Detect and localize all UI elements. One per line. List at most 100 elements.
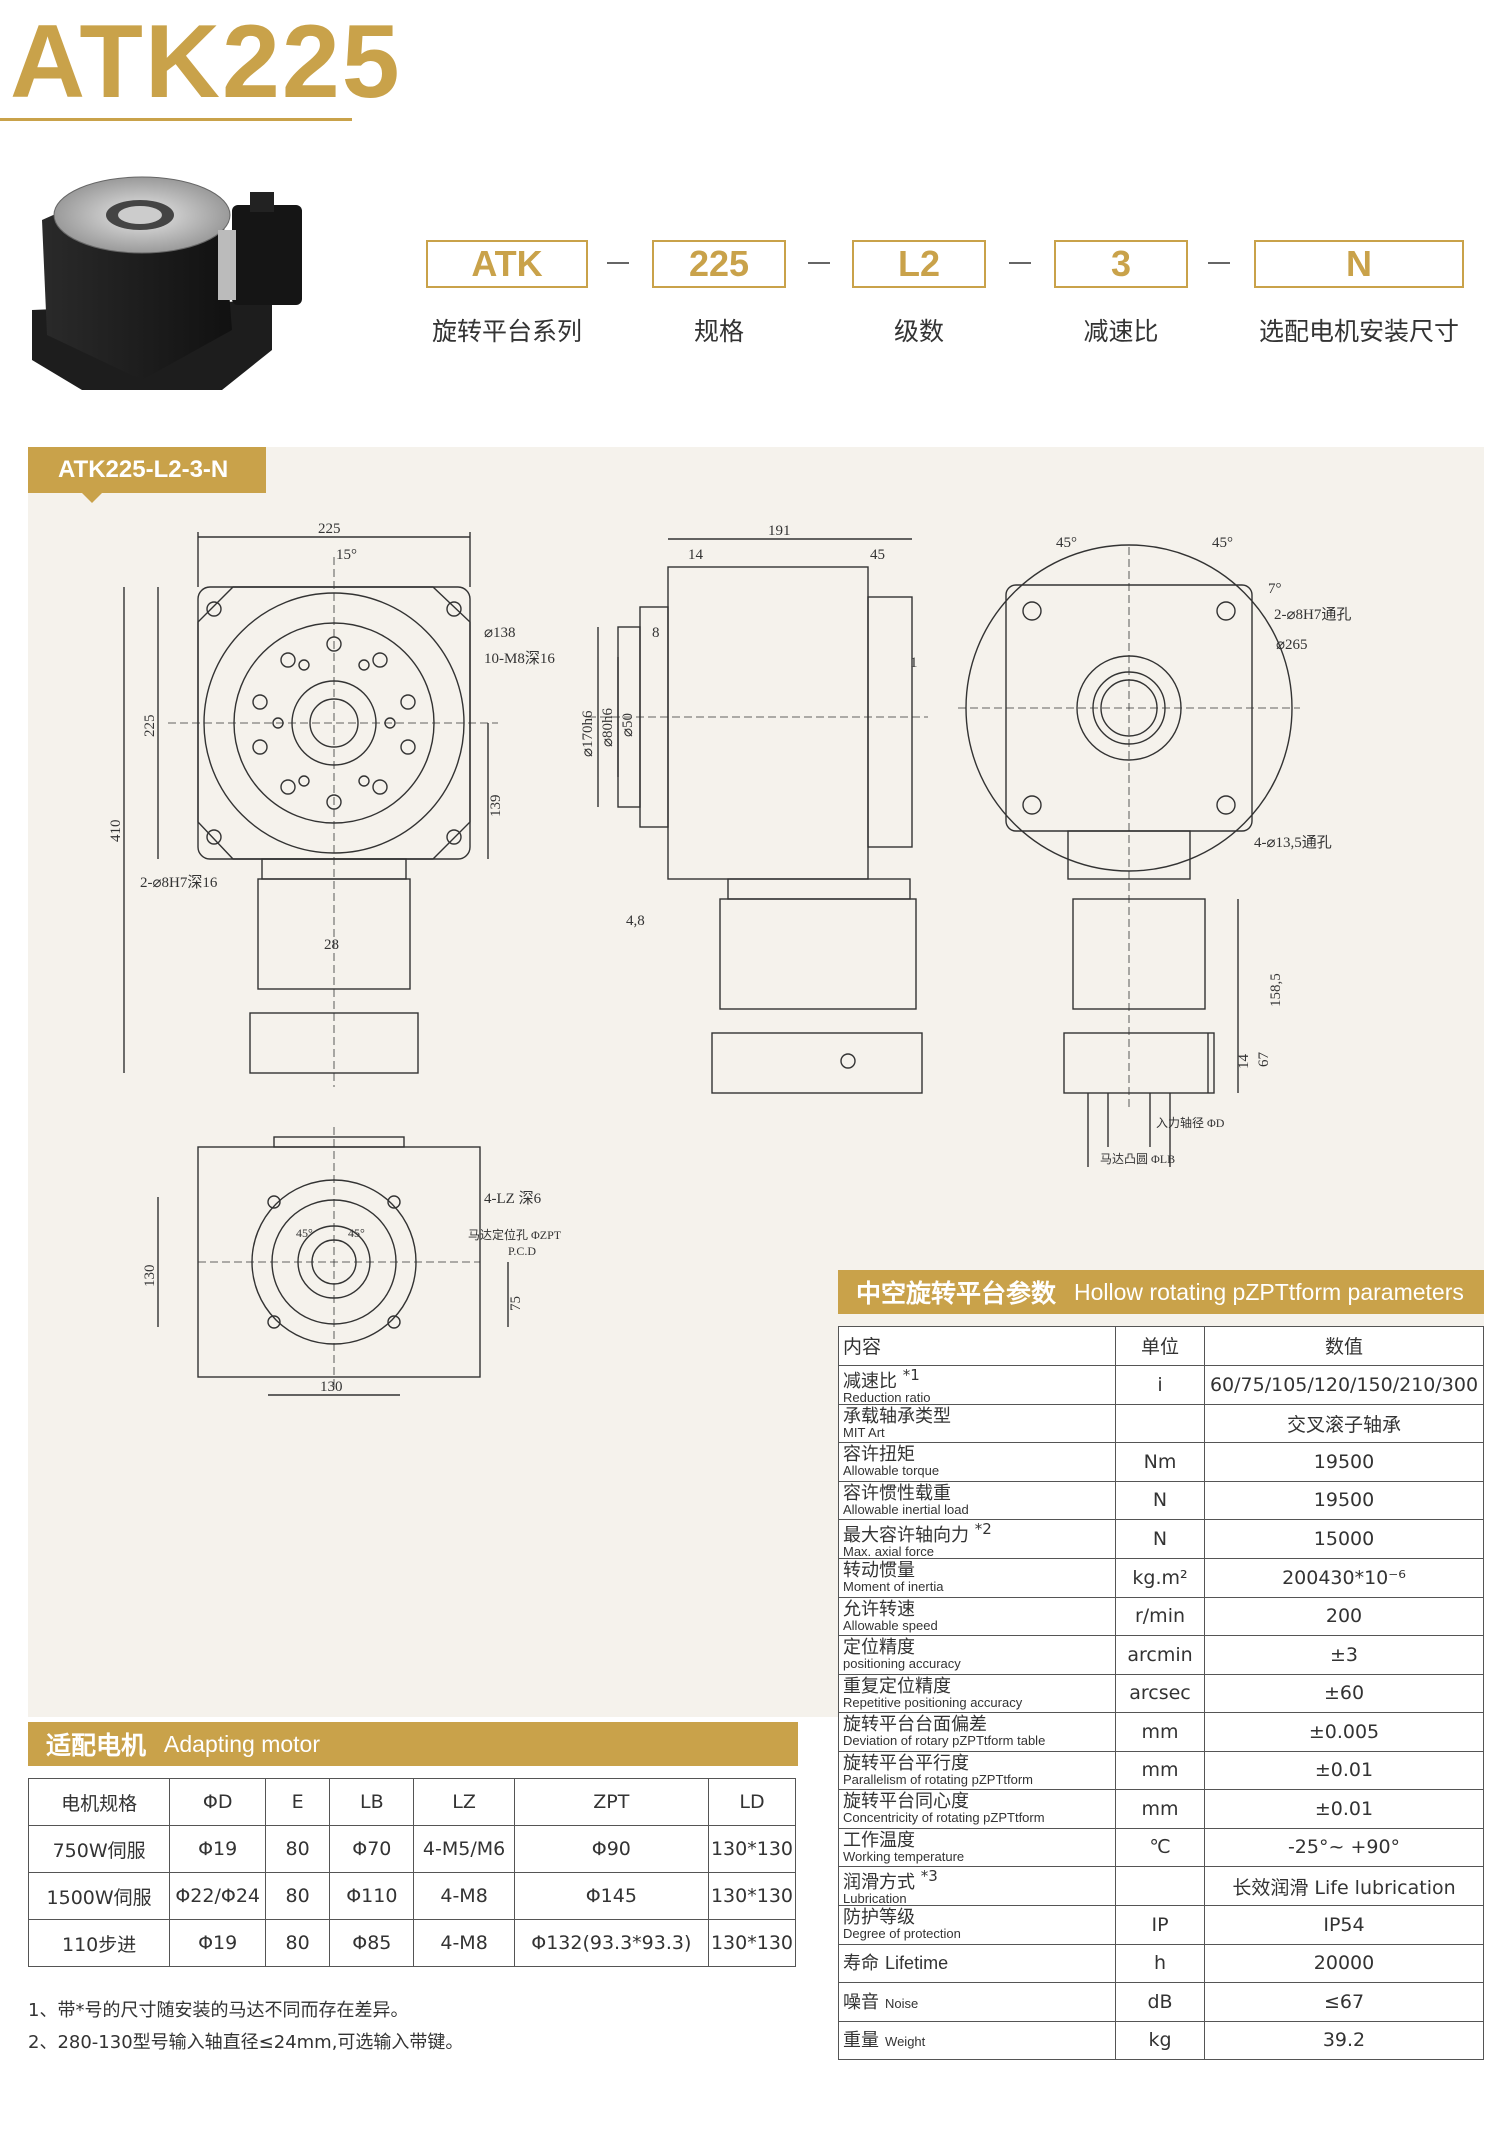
dim-label: 139 bbox=[488, 795, 504, 818]
dim-label: 45 bbox=[870, 547, 885, 563]
dim-label: 75 bbox=[508, 1296, 524, 1311]
motor-table: 电机规格 ΦD E LB LZ ZPT LD 750W伺服 Φ19 80 Φ70… bbox=[27, 1778, 797, 1967]
param-name: 重量 bbox=[843, 2030, 879, 2052]
param-name: 噪音 bbox=[843, 1991, 879, 2013]
code-separator bbox=[607, 262, 629, 264]
param-name-en: Allowable inertial load bbox=[843, 1501, 969, 1517]
code-box-series: ATK bbox=[426, 240, 588, 288]
dim-label: 45° bbox=[348, 1226, 365, 1240]
product-photo bbox=[32, 176, 302, 390]
param-name: 减速比 bbox=[843, 1370, 897, 1392]
code-label-size: 规格 bbox=[693, 317, 744, 346]
param-name-en: Parallelism of rotating pZPTtform bbox=[843, 1771, 1034, 1787]
motor-section-header: 适配电机 Adapting motor bbox=[28, 1722, 798, 1766]
table-row: 1500W伺服 Φ22/Φ24 80 Φ110 4-M8 Φ145 130*13… bbox=[27, 1872, 797, 1920]
param-unit: IP bbox=[1115, 1905, 1205, 1945]
param-name: 旋转平台平行度 bbox=[843, 1752, 969, 1774]
param-name-en: Concentricity of rotating pZPTtform bbox=[843, 1810, 1045, 1826]
code-separator bbox=[808, 262, 830, 264]
param-value: ≤67 bbox=[1204, 1982, 1484, 2022]
dim-label: 14 bbox=[688, 547, 704, 563]
param-name-en: positioning accuracy bbox=[843, 1656, 961, 1672]
param-unit: kg bbox=[1115, 2020, 1205, 2060]
dim-label: 14 bbox=[1236, 1054, 1252, 1070]
dim-label: 4,8 bbox=[626, 913, 645, 929]
param-name: 允许转速 bbox=[843, 1598, 915, 1620]
param-unit: N bbox=[1115, 1480, 1205, 1520]
param-name-en: Allowable speed bbox=[843, 1617, 938, 1633]
dim-label: 45° bbox=[1212, 535, 1233, 551]
dim-label: 410 bbox=[108, 820, 124, 843]
param-mark: *1 bbox=[902, 1365, 920, 1384]
param-name-en: MIT Art bbox=[843, 1424, 885, 1440]
table-header: 数值 bbox=[1204, 1326, 1484, 1366]
table-cell: 130*130 bbox=[707, 1919, 797, 1967]
dim-label: 225 bbox=[318, 521, 341, 537]
dim-label: 158,5 bbox=[1268, 973, 1284, 1007]
table-header: E bbox=[265, 1778, 331, 1826]
param-name-en: Repetitive positioning accuracy bbox=[843, 1694, 1023, 1710]
param-value: 15000 bbox=[1204, 1519, 1484, 1559]
param-unit: r/min bbox=[1115, 1596, 1205, 1636]
param-unit bbox=[1115, 1403, 1205, 1443]
param-name-en: Working temperature bbox=[843, 1848, 965, 1864]
footnote: 1、带*号的尺寸随安装的马达不同而存在差异。 bbox=[28, 2000, 409, 2021]
table-header: LZ bbox=[413, 1778, 515, 1826]
dim-label: 4-LZ 深6 bbox=[484, 1190, 542, 1207]
dim-label: 28 bbox=[324, 937, 339, 953]
table-cell: 4-M5/M6 bbox=[413, 1825, 515, 1873]
code-box-ratio: 3 bbox=[1054, 240, 1188, 288]
param-unit: arcsec bbox=[1115, 1673, 1205, 1713]
param-value: ±60 bbox=[1204, 1673, 1484, 1713]
param-value: -25°~ +90° bbox=[1204, 1827, 1484, 1867]
page-title: ATK225 bbox=[10, 4, 402, 120]
param-value: 19500 bbox=[1204, 1480, 1484, 1520]
param-unit: N bbox=[1115, 1519, 1205, 1559]
code-separator bbox=[1009, 262, 1031, 264]
dim-label: 4-⌀13,5通孔 bbox=[1254, 834, 1332, 851]
model-tag: ATK225-L2-3-N bbox=[28, 447, 266, 503]
params-section-title-en: Hollow rotating pZPTtform parameters bbox=[1074, 1278, 1464, 1305]
param-name: 旋转平台台面偏差 bbox=[843, 1714, 987, 1736]
param-value: 39.2 bbox=[1204, 2020, 1484, 2060]
table-cell: 80 bbox=[265, 1919, 331, 1967]
param-unit: ℃ bbox=[1115, 1827, 1205, 1867]
param-value: 19500 bbox=[1204, 1442, 1484, 1482]
param-name-en: Lubrication bbox=[843, 1891, 907, 1906]
table-cell: Φ19 bbox=[169, 1919, 267, 1967]
param-value: 60/75/105/120/150/210/300 bbox=[1204, 1364, 1484, 1405]
param-name: 承载轴承类型 bbox=[843, 1405, 951, 1427]
param-name-en: Allowable torque bbox=[843, 1463, 940, 1479]
table-header: LB bbox=[329, 1778, 415, 1826]
param-value: ±0.01 bbox=[1204, 1750, 1484, 1790]
dim-label: 15° bbox=[336, 547, 357, 563]
dim-label: ⌀80h6 bbox=[600, 707, 616, 747]
param-name: 最大容许轴向力 bbox=[843, 1525, 969, 1546]
table-cell: 750W伺服 bbox=[27, 1825, 171, 1873]
param-unit: kg.m² bbox=[1115, 1558, 1205, 1598]
dim-label: 入力轴径 ΦD bbox=[1156, 1115, 1225, 1130]
param-name: 润滑方式 bbox=[843, 1872, 915, 1893]
param-unit: Nm bbox=[1115, 1442, 1205, 1482]
param-name: 重复定位精度 bbox=[843, 1675, 951, 1697]
dim-label: 2-⌀8H7通孔 bbox=[1274, 606, 1351, 623]
table-cell: Φ19 bbox=[169, 1825, 267, 1873]
code-label-motor: 选配电机安装尺寸 bbox=[1258, 317, 1459, 346]
param-value: 200430*10⁻⁶ bbox=[1204, 1558, 1484, 1598]
motor-section-title-cn: 适配电机 bbox=[46, 1731, 147, 1760]
param-value: IP54 bbox=[1204, 1905, 1484, 1945]
dim-label: 8 bbox=[652, 625, 660, 641]
dim-label: 7° bbox=[1268, 581, 1282, 597]
table-cell: 110步进 bbox=[27, 1919, 171, 1967]
